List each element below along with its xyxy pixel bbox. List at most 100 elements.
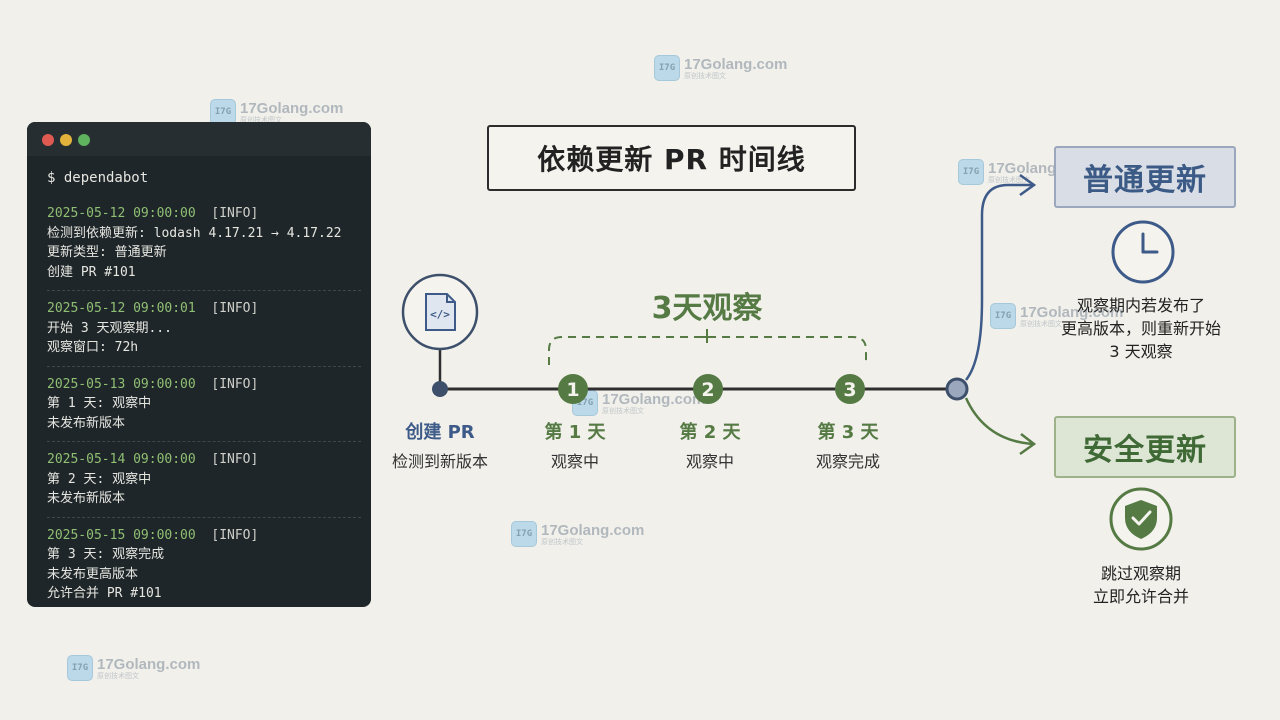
maximize-dot-icon [78, 134, 90, 146]
note-line: 更高版本，则重新开始 [1060, 319, 1222, 338]
security-update-note: 跳过观察期 立即允许合并 [1093, 562, 1189, 608]
branch-node [945, 377, 969, 401]
watermark-logo-icon: I7G [958, 159, 984, 185]
watermark-sub: 原创技术图文 [602, 407, 644, 415]
log-message: 未发布新版本 [47, 491, 126, 506]
start-node [432, 381, 448, 397]
log-level: [INFO] [211, 206, 259, 221]
diagram-title: 依赖更新 PR 时间线 [487, 125, 856, 191]
watermark-site: 17Golang.com [97, 655, 201, 673]
day-node [693, 374, 723, 404]
watermark-site: 17Golang.com [240, 99, 344, 117]
normal-update-note: 观察期内若发布了 更高版本，则重新开始 3 天观察 [1061, 294, 1221, 363]
log-message: 未发布新版本 [47, 415, 126, 431]
log-message: 允许合并 PR #101 [47, 586, 162, 601]
log-entry: 2025-05-12 09:00:01 [INFO]开始 3 天观察期...观察… [47, 297, 361, 367]
observation-brace [548, 336, 867, 365]
watermark-logo-icon: I7G [990, 303, 1016, 329]
log-timestamp: 2025-05-12 09:00:01 [47, 301, 196, 316]
log-entry: 2025-05-12 09:00:00 [INFO]检测到依赖更新: lodas… [47, 202, 361, 291]
security-update-box: 安全更新 [1054, 416, 1236, 478]
start-label: 创建 PR 检测到新版本 [392, 418, 488, 472]
normal-branch-arrow [965, 183, 1032, 381]
watermark-site: 17Golang.com [541, 521, 645, 539]
log-message: 第 3 天: 观察完成 [47, 547, 165, 562]
normal-update-box: 普通更新 [1054, 146, 1236, 208]
arrow-head-icon [1019, 173, 1037, 197]
start-subtitle: 检测到新版本 [391, 452, 489, 471]
watermark-site: 17Golang.com [1020, 303, 1124, 321]
log-level: [INFO] [211, 527, 259, 543]
log-timestamp: 2025-05-13 09:00:00 [47, 376, 196, 392]
minimize-dot-icon [60, 134, 72, 146]
watermark-sub: 原创技术图文 [97, 672, 139, 680]
log-message: 第 2 天: 观察中 [47, 471, 152, 487]
log-message: 观察窗口: 72h [47, 340, 139, 355]
log-entry: 2025-05-13 09:00:00 [INFO]第 1 天: 观察中未发布新… [47, 373, 361, 442]
log-header: 2025-05-14 09:00:00 [INFO] [47, 450, 361, 470]
note-line: 观察期内若发布了 [1076, 296, 1206, 315]
terminal-window: $ dependabot 2025-05-12 09:00:00 [INFO]检… [27, 122, 371, 607]
day-number: 1 [566, 379, 579, 401]
log-message: 第 1 天: 观察中 [47, 396, 152, 411]
log-message: 未发布更高版本 [47, 566, 139, 582]
svg-text:</>: </> [430, 308, 450, 321]
watermark-sub: 原创技术图文 [240, 116, 282, 124]
arrow-head-icon [1019, 433, 1037, 456]
start-title: 创建 PR [405, 422, 475, 443]
day-node [558, 374, 588, 404]
log-message: 检测到依赖更新: lodash 4.17.21 → 4.17.22 [47, 225, 342, 241]
log-entry: 2025-05-15 09:00:00 [INFO] 第 3 天: 观察完成未发布… [47, 524, 361, 608]
day-subtitle: 观察中 [685, 452, 734, 471]
day-label: 第 3 天 观察完成 [816, 418, 880, 472]
note-line: 3 天观察 [1109, 342, 1173, 361]
log-header: 2025-05-12 09:00:00 [INFO] [47, 204, 361, 224]
watermark-sub: 原创技术图文 [988, 176, 1030, 184]
security-branch-arrow [964, 397, 1033, 446]
log-timestamp: 2025-05-15 09:00:00 [47, 527, 196, 543]
log-timestamp: 2025-05-14 09:00:00 [47, 452, 196, 467]
day-title: 第 1 天 [544, 422, 606, 443]
watermark-site: 17Golang.com [684, 55, 788, 73]
note-line: 立即允许合并 [1092, 587, 1190, 606]
log-level: [INFO] [211, 452, 259, 467]
day-number: 3 [843, 379, 856, 401]
log-header: 2025-05-12 09:00:01 [INFO] [47, 299, 361, 319]
day-label: 第 1 天 观察中 [544, 418, 605, 472]
log-level: [INFO] [211, 376, 259, 392]
day-title: 第 2 天 [679, 422, 741, 443]
watermark-logo-icon: I7G [511, 521, 537, 547]
log-level: [INFO] [211, 301, 259, 316]
day-subtitle: 观察中 [550, 452, 599, 471]
note-line: 跳过观察期 [1100, 564, 1182, 583]
log-header: 2025-05-13 09:00:00 [INFO] [47, 375, 361, 395]
watermark-site: 17Golang.com [602, 390, 706, 408]
terminal-titlebar [27, 122, 371, 156]
close-dot-icon [42, 134, 54, 146]
log-message: 创建 PR #101 [47, 264, 136, 280]
day-title: 第 3 天 [817, 422, 879, 443]
day-label: 第 2 天 观察中 [679, 418, 740, 472]
log-timestamp: 2025-05-12 09:00:00 [47, 206, 196, 221]
clock-icon [1111, 220, 1175, 284]
day-number: 2 [701, 379, 714, 401]
terminal-output: $ dependabot 2025-05-12 09:00:00 [INFO]检… [47, 168, 361, 607]
log-entry: 2025-05-14 09:00:00 [INFO]第 2 天: 观察中未发布新… [47, 448, 361, 518]
shield-check-icon [1109, 487, 1173, 551]
log-message: 开始 3 天观察期... [47, 320, 172, 336]
terminal-prompt: $ dependabot [47, 170, 149, 186]
log-message: 更新类型: 普通更新 [47, 245, 167, 260]
watermark-logo-icon: I7G [654, 55, 680, 81]
watermark-sub: 原创技术图文 [541, 538, 583, 546]
watermark-sub: 原创技术图文 [1020, 320, 1062, 328]
watermark-logo-icon: I7G [210, 99, 236, 125]
observation-label: 3天观察 [651, 291, 763, 326]
day-subtitle: 观察完成 [815, 452, 881, 471]
